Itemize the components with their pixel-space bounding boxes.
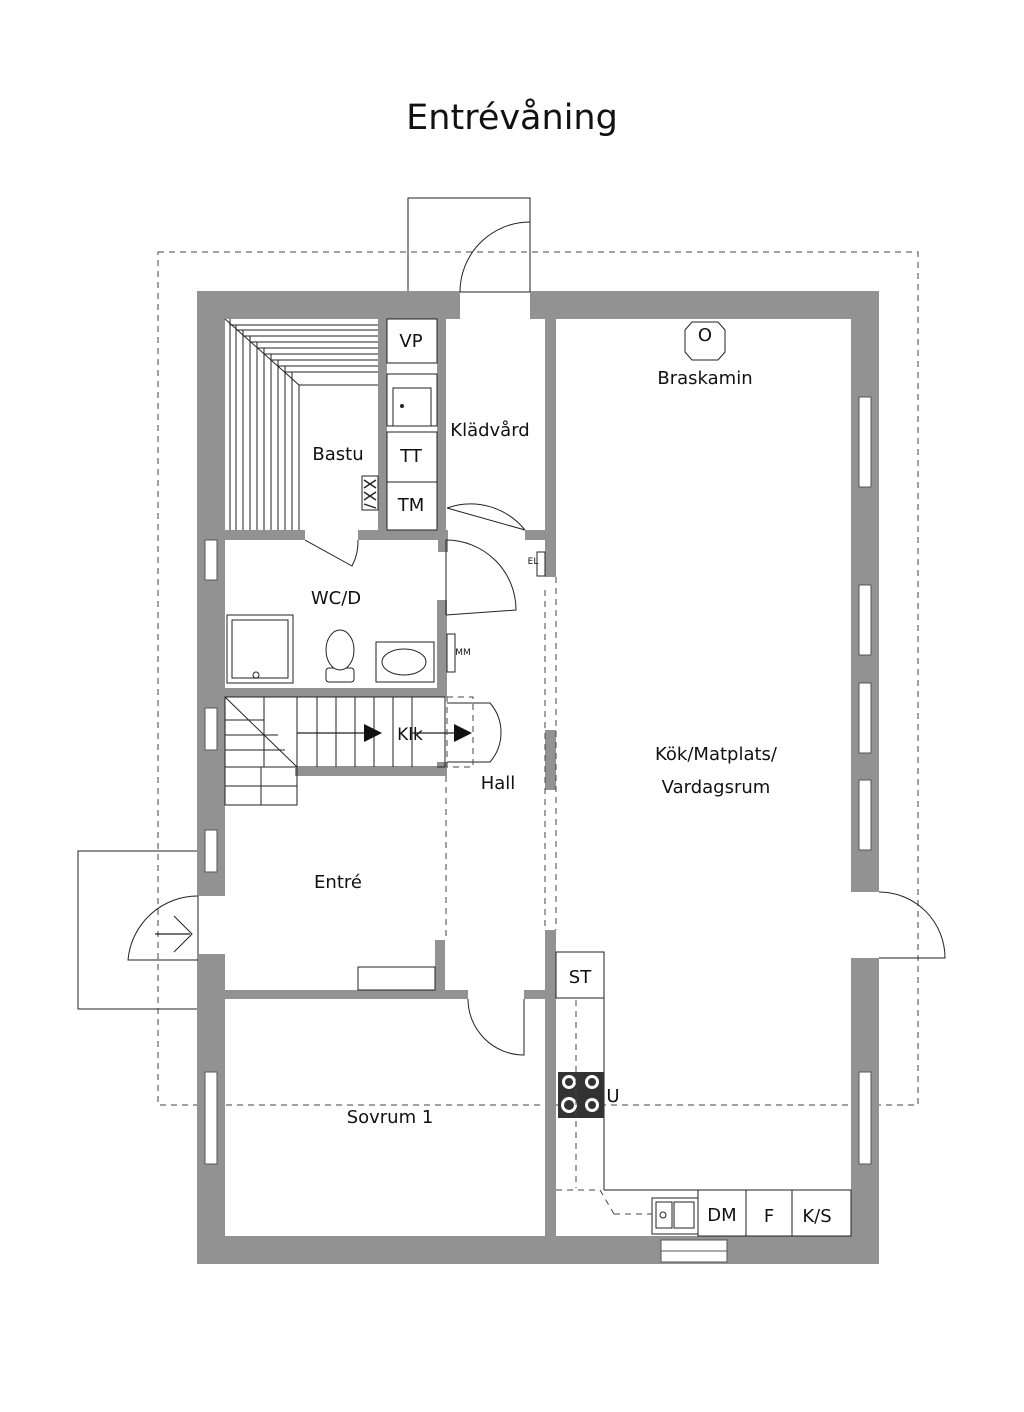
room-label-kladvard: Klädvård	[450, 420, 529, 441]
room-label-braskamin: Braskamin	[657, 368, 752, 389]
braskamin-symbol: O	[698, 325, 712, 346]
porch-left	[77, 850, 199, 1010]
kitchen-counter	[555, 951, 852, 1237]
fixture-label-mm: MM	[455, 648, 471, 658]
interior-walls	[225, 319, 556, 1236]
fixture-label-dm: DM	[707, 1205, 736, 1226]
room-label-kok-line1: Kök/Matplats/	[655, 744, 778, 765]
room-label-kok-line2: Vardagsrum	[662, 777, 771, 798]
fixture-label-tm: TM	[397, 495, 425, 516]
room-label-entre: Entré	[314, 872, 362, 893]
windows	[204, 396, 872, 1263]
doors	[127, 221, 946, 1056]
sauna-benches	[224, 318, 378, 530]
fixture-label-el: EL	[528, 557, 539, 567]
porch-top	[407, 197, 531, 293]
staircase	[224, 696, 474, 806]
washbasin-icon	[375, 641, 435, 683]
plot-boundary	[157, 251, 919, 1106]
fixture-label-vp: VP	[399, 331, 422, 352]
sauna-heater-icon	[361, 475, 379, 511]
shower-icon	[226, 614, 294, 684]
plan-title: Entrévåning	[406, 98, 618, 138]
fixture-label-tt: TT	[399, 446, 423, 467]
fixture-label-u: U	[606, 1086, 619, 1107]
room-label-klk: Klk	[397, 725, 423, 745]
toilet-icon	[325, 629, 355, 683]
room-label-wcd: WC/D	[311, 588, 361, 609]
entre-wardrobe	[357, 966, 436, 991]
fixture-label-st: ST	[569, 967, 592, 988]
room-label-hall: Hall	[481, 773, 516, 794]
fixture-label-ks: K/S	[802, 1206, 831, 1227]
room-label-sovrum1: Sovrum 1	[347, 1107, 434, 1128]
laundry-column	[386, 318, 438, 531]
braskamin-icon	[684, 321, 726, 361]
mm-cabinet	[446, 633, 456, 673]
entrance-arrow-icon	[155, 915, 193, 953]
room-label-bastu: Bastu	[312, 444, 363, 465]
fixture-label-f: F	[764, 1206, 774, 1227]
el-cabinet	[536, 551, 546, 577]
